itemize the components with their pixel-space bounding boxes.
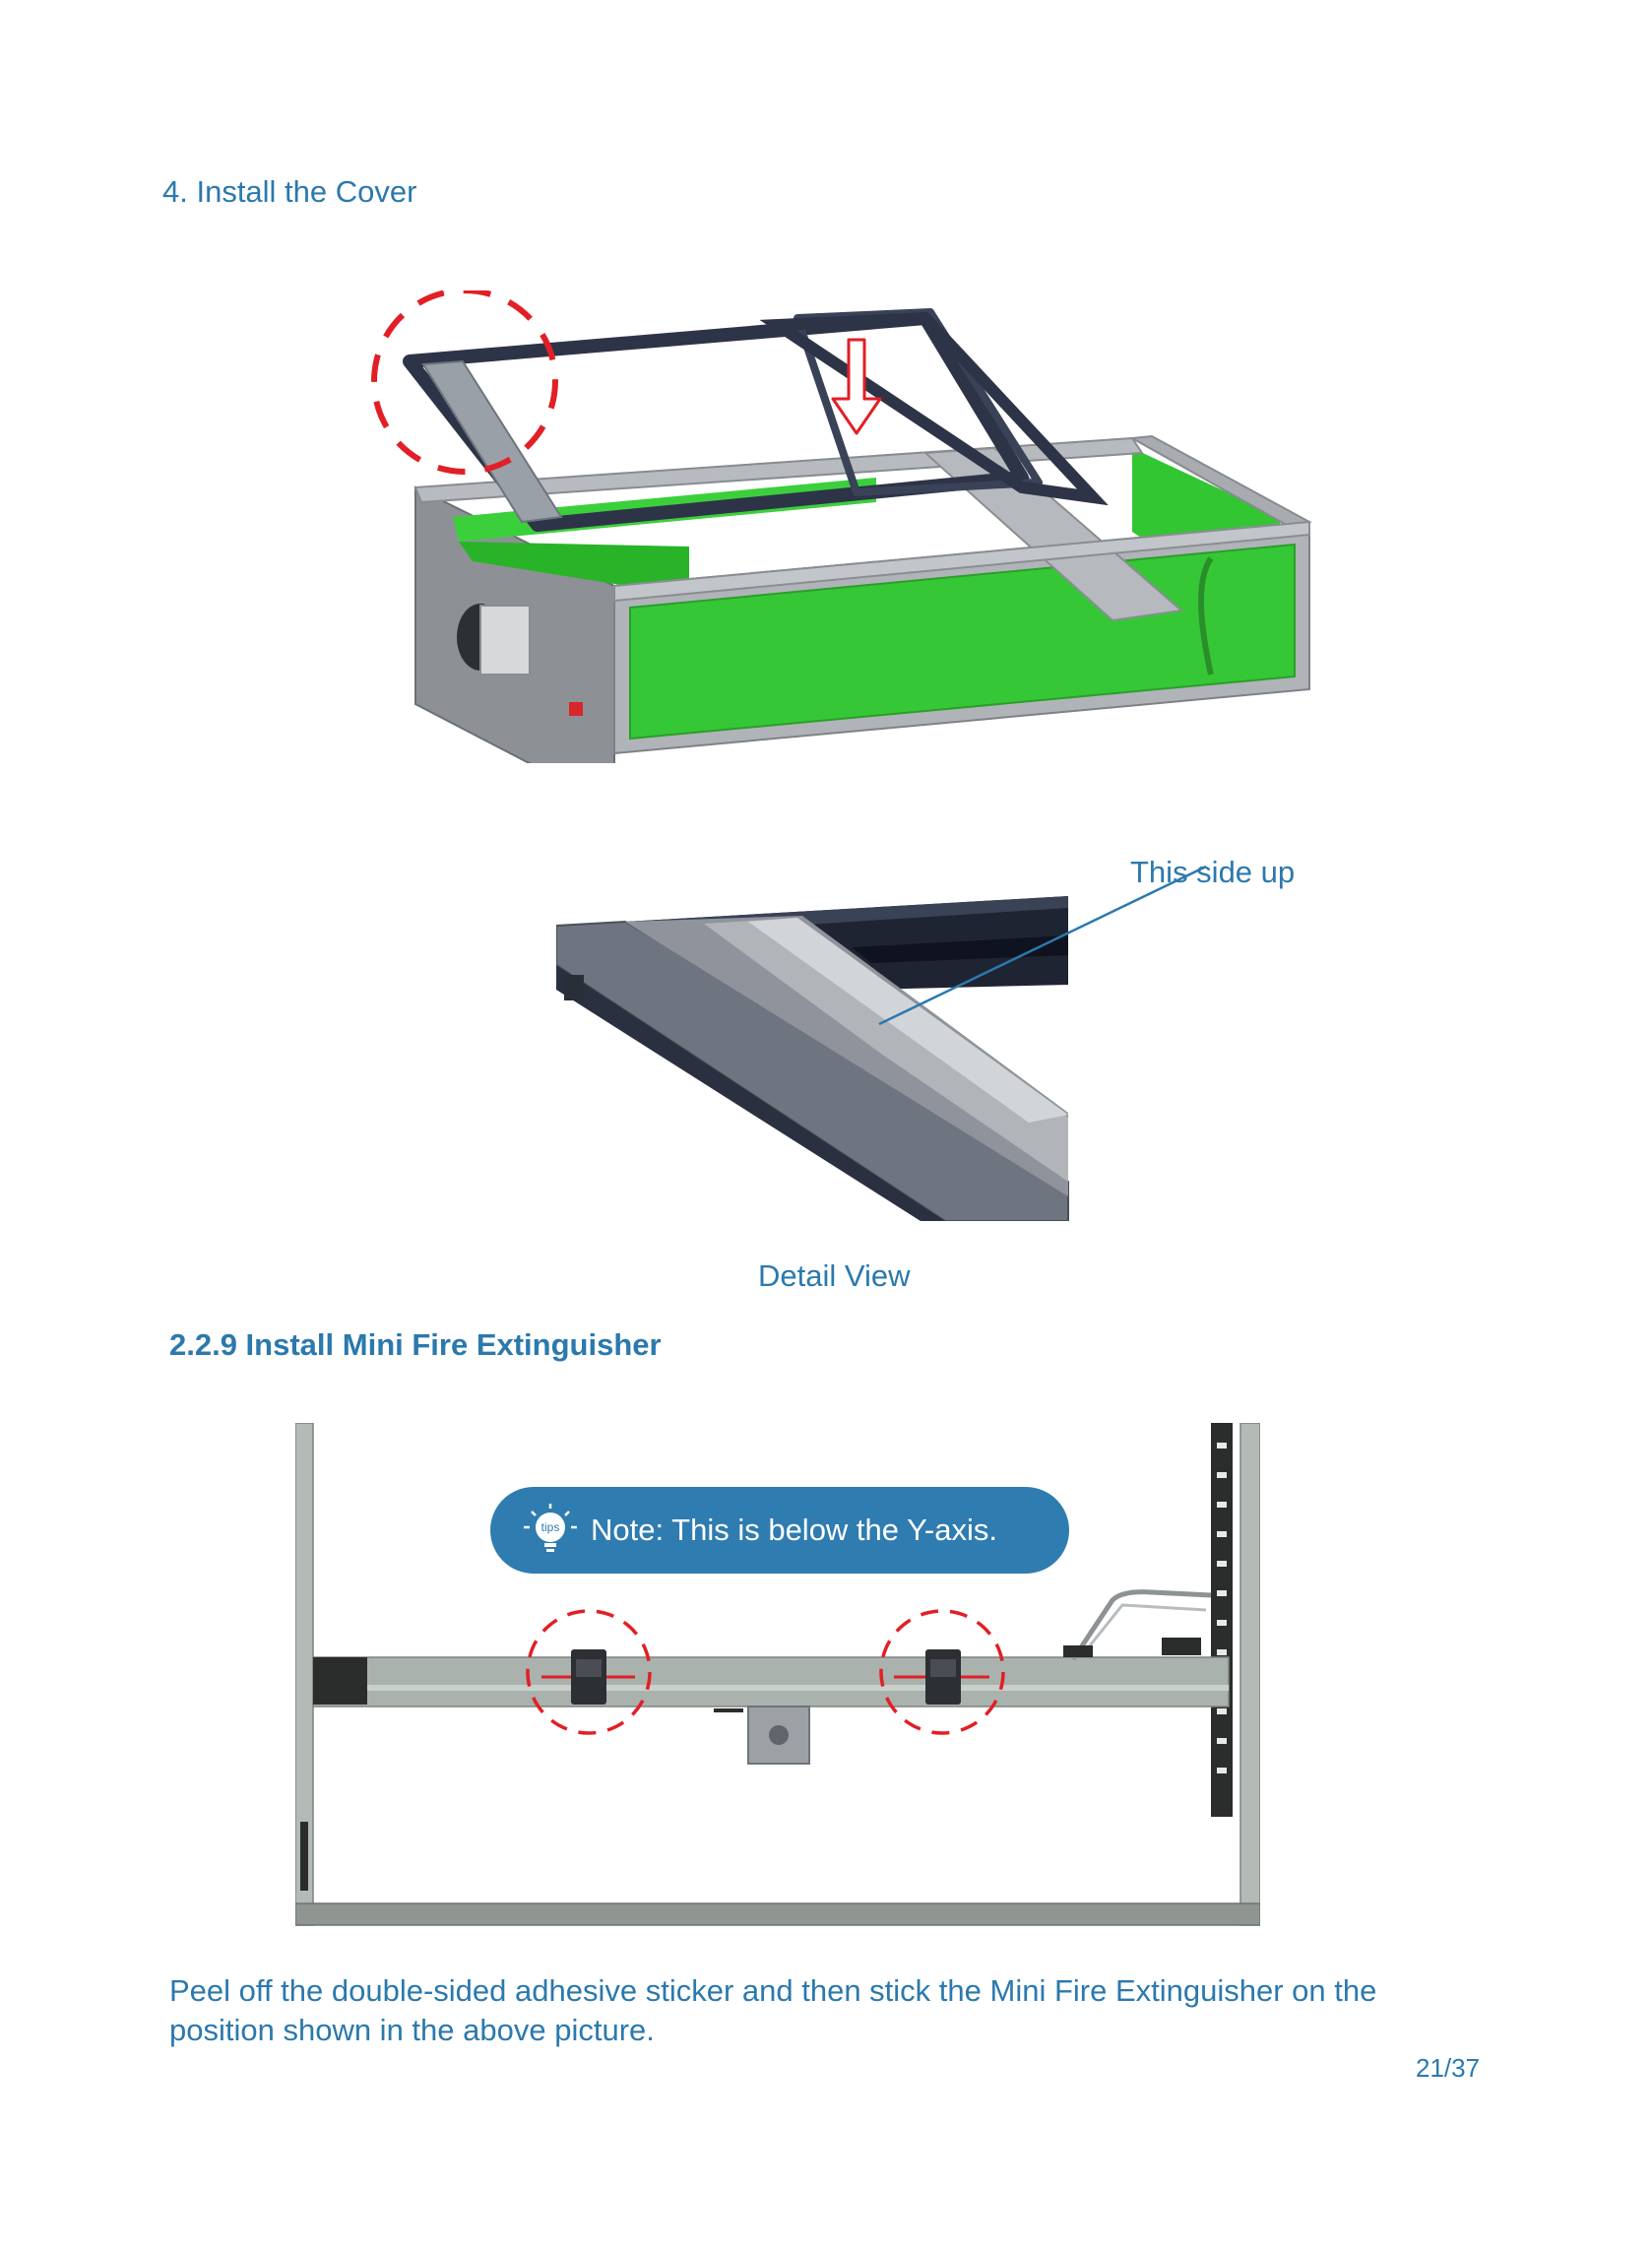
cover-install-illustration — [371, 290, 1312, 763]
section-title: 2.2.9 Install Mini Fire Extinguisher — [169, 1327, 662, 1362]
detail-view-illustration — [556, 865, 1207, 1221]
step-title: 4. Install the Cover — [162, 174, 417, 209]
dashed-circle-icon — [371, 290, 558, 475]
tips-note: tips Note: This is below the Y-axis. — [490, 1487, 1069, 1574]
detail-view-caption: Detail View — [758, 1258, 911, 1293]
lightbulb-icon: tips — [524, 1504, 577, 1552]
instruction-text: Peel off the double-sided adhesive stick… — [169, 1973, 1377, 2047]
down-arrow-icon — [831, 338, 882, 435]
page-number: 21/37 — [1416, 2053, 1481, 2083]
this-side-up-callout: This side up — [1130, 855, 1296, 889]
tips-text: Note: This is below the Y-axis. — [591, 1513, 997, 1547]
fire-extinguisher-illustration — [295, 1423, 1260, 1926]
tips-icon-label: tips — [541, 1520, 560, 1534]
